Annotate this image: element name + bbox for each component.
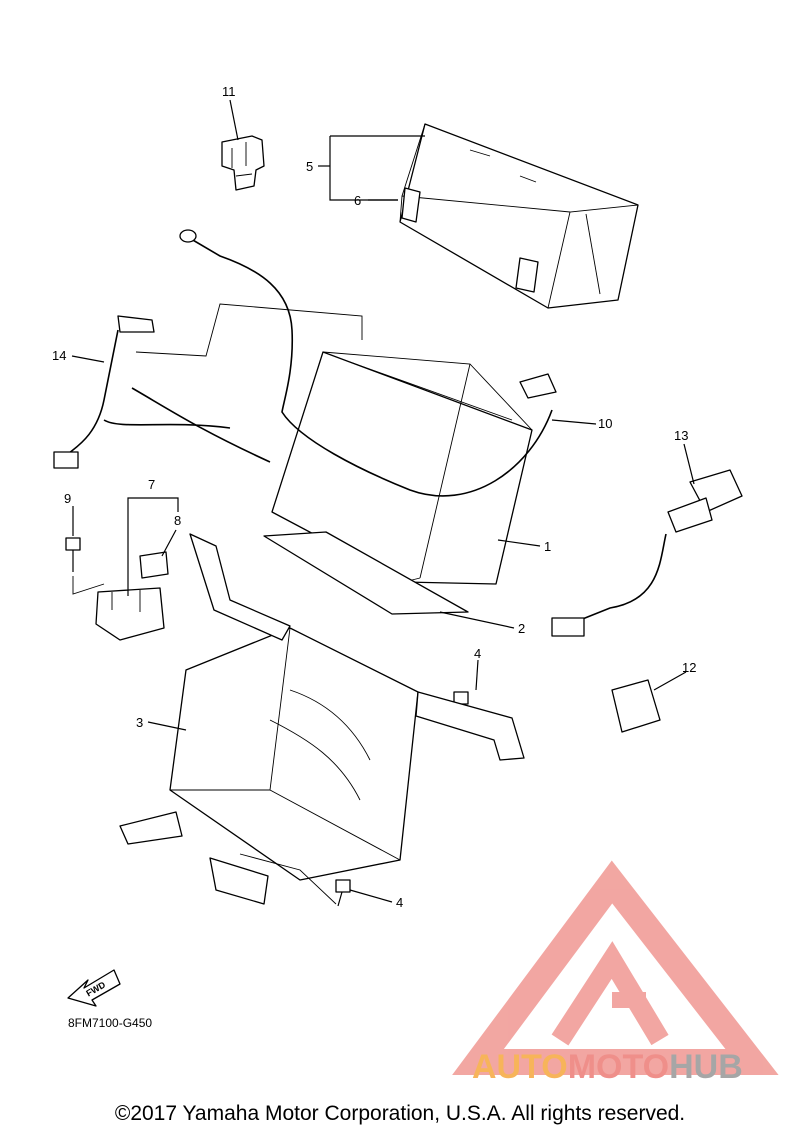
part-11-clip xyxy=(221,135,265,191)
callout-4-upper: 4 xyxy=(474,646,481,661)
callout-13: 13 xyxy=(674,428,688,443)
part-2-battery-pad xyxy=(263,531,469,615)
callout-9: 9 xyxy=(64,491,71,506)
part-5-battery-cover xyxy=(399,123,639,309)
leader-lines xyxy=(71,99,695,903)
watermark-part-auto: AUTO xyxy=(472,1048,568,1086)
callout-5: 5 xyxy=(306,159,313,174)
assembly-lines xyxy=(72,303,363,905)
part-6-cover-clip xyxy=(401,187,539,293)
callout-11: 11 xyxy=(222,84,236,99)
part-4-bolt-lower xyxy=(335,879,351,907)
watermark-part-hub: HUB xyxy=(669,1048,743,1086)
part-3-battery-box xyxy=(119,533,525,905)
watermark-logo-icon xyxy=(452,860,779,1075)
callout-2: 2 xyxy=(518,621,525,636)
part-8-fuse xyxy=(139,551,169,579)
part-1-battery xyxy=(271,351,533,585)
part-10-positive-cable xyxy=(179,229,557,497)
callout-3: 3 xyxy=(136,715,143,730)
callout-4-lower: 4 xyxy=(396,895,403,910)
diagram-code: 8FM7100-G450 xyxy=(68,1016,153,1030)
part-12-cap xyxy=(611,679,661,733)
part-14-wire-lead xyxy=(53,315,271,469)
callout-7: 7 xyxy=(148,477,155,492)
callout-14: 14 xyxy=(52,348,66,363)
part-9-bolt xyxy=(65,537,81,572)
copyright-notice: ©2017 Yamaha Motor Corporation, U.S.A. A… xyxy=(114,1102,686,1125)
part-7-relay xyxy=(95,587,165,641)
callout-12: 12 xyxy=(682,660,696,675)
fwd-arrow-icon: FWD xyxy=(67,969,121,1007)
callout-6: 6 xyxy=(354,193,361,208)
part-13-socket xyxy=(551,469,743,637)
callout-1: 1 xyxy=(544,539,551,554)
watermark-part-moto: MOTO xyxy=(567,1048,670,1086)
callout-8: 8 xyxy=(174,513,181,528)
watermark-text: AUTOMOTOHUB xyxy=(472,1048,743,1087)
callout-10: 10 xyxy=(598,416,612,431)
